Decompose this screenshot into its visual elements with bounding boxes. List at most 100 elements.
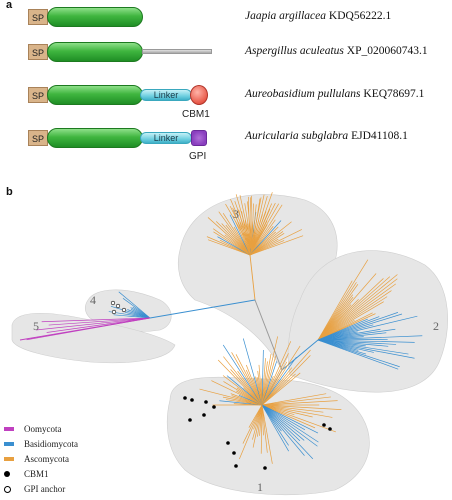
tree-branch — [222, 212, 251, 256]
tree-branch — [261, 349, 264, 406]
tree-branch — [317, 316, 380, 341]
tree-branch — [242, 338, 263, 406]
cbm1-marker — [328, 427, 332, 431]
filled-dot-icon — [4, 471, 10, 477]
tree-branch — [234, 201, 253, 251]
tree-branch — [229, 214, 251, 256]
tree-branch — [251, 202, 276, 251]
tree-branch — [317, 339, 389, 347]
tree-branch — [317, 296, 388, 341]
cbm1-label: CBM1 — [182, 109, 210, 120]
species-name: Jaapia argillacea — [245, 10, 327, 22]
tree-branch — [41, 317, 151, 323]
tree-branch — [231, 352, 263, 406]
tree-branch — [261, 353, 272, 406]
species-name: Aspergillus aculeatus — [245, 45, 344, 57]
tree-branch — [223, 381, 263, 406]
tree-branch — [261, 341, 292, 406]
tree-branch — [317, 301, 384, 341]
clade-label-2: 2 — [433, 319, 439, 333]
cbm1-marker — [232, 451, 236, 455]
tree-branch — [317, 339, 415, 343]
tree-branch — [317, 339, 409, 355]
tree-branch — [317, 278, 384, 341]
tree-branch — [261, 404, 273, 464]
tree-branch — [235, 194, 253, 251]
tree-branch — [206, 236, 251, 256]
accession-number: KEQ78697.1 — [363, 88, 425, 100]
tree-branch — [249, 231, 284, 256]
tree-branch — [118, 291, 151, 319]
tree-branch — [261, 404, 324, 413]
legend-label: CBM1 — [24, 469, 49, 479]
tree-branch — [35, 317, 151, 331]
tree-branch — [226, 375, 263, 406]
tree-branch — [261, 396, 331, 406]
tree-branch — [317, 280, 353, 341]
cbm1-module — [190, 85, 208, 105]
tree-branch — [252, 404, 263, 440]
tree-branch — [252, 404, 263, 448]
tree-branch — [242, 404, 263, 444]
tree-branch — [110, 305, 151, 319]
tree-branch — [222, 375, 263, 406]
clade-5-hull — [11, 313, 176, 364]
tree-branch — [213, 228, 251, 256]
tree-branch — [207, 239, 251, 256]
tree-branch — [26, 317, 151, 341]
linker-region: Linker — [140, 89, 192, 101]
tree-branch — [261, 404, 305, 441]
tree-branch — [261, 373, 296, 406]
clade-1-hull — [166, 376, 370, 496]
linker-region: Linker — [140, 132, 192, 144]
tree-branch — [222, 344, 263, 406]
tree-branch — [48, 317, 151, 326]
species-label: Jaapia argillacea KDQ56222.1 — [245, 10, 391, 22]
tree-branch — [317, 259, 369, 341]
tree-branch — [211, 380, 263, 406]
tree-branch — [249, 204, 283, 256]
species-label: Auricularia subglabra EJD41108.1 — [245, 130, 408, 142]
tree-branch — [229, 205, 253, 251]
cbm1-marker — [234, 464, 238, 468]
tree-branch — [261, 404, 268, 453]
tree-branch — [261, 404, 319, 434]
tree-branch — [317, 339, 388, 341]
cbm1-marker — [190, 398, 194, 402]
tree-branch — [248, 404, 263, 428]
tree-markers — [110, 300, 332, 470]
accession-number: KDQ56222.1 — [328, 10, 392, 22]
tree-branch — [261, 404, 318, 447]
legend-label: Ascomycota — [24, 454, 69, 464]
tree-branch — [317, 339, 397, 345]
tree-branch — [261, 367, 293, 406]
tree-branch — [225, 203, 253, 251]
gpi-anchor-marker — [115, 303, 121, 309]
tree-branch — [317, 335, 423, 341]
tree-branch — [317, 273, 377, 341]
gpi-anchor-module — [191, 130, 207, 146]
ascomycota-swatch — [4, 457, 14, 461]
tree-branch — [261, 404, 337, 433]
tree-branch — [261, 353, 289, 406]
tree-branch — [317, 315, 418, 341]
tree-branch — [244, 203, 253, 251]
tree-branch — [317, 339, 400, 368]
cbm1-marker — [226, 441, 230, 445]
tree-branch — [261, 355, 277, 406]
catalytic-domain — [47, 7, 143, 27]
tree-branch — [317, 274, 398, 341]
tree-branch — [251, 203, 280, 251]
tree-branches — [19, 192, 423, 464]
tree-branch — [261, 393, 327, 406]
species-name: Auricularia subglabra — [245, 130, 349, 142]
tree-branch — [261, 404, 289, 452]
cbm1-marker — [188, 418, 192, 422]
accession-number: EJD41108.1 — [351, 130, 408, 142]
tree-branch — [317, 283, 396, 341]
tree-branch — [250, 197, 253, 251]
tree-branch — [261, 336, 278, 406]
tree-branch — [261, 404, 319, 443]
clade-label-1: 1 — [257, 480, 263, 494]
tree-branch — [261, 355, 311, 406]
